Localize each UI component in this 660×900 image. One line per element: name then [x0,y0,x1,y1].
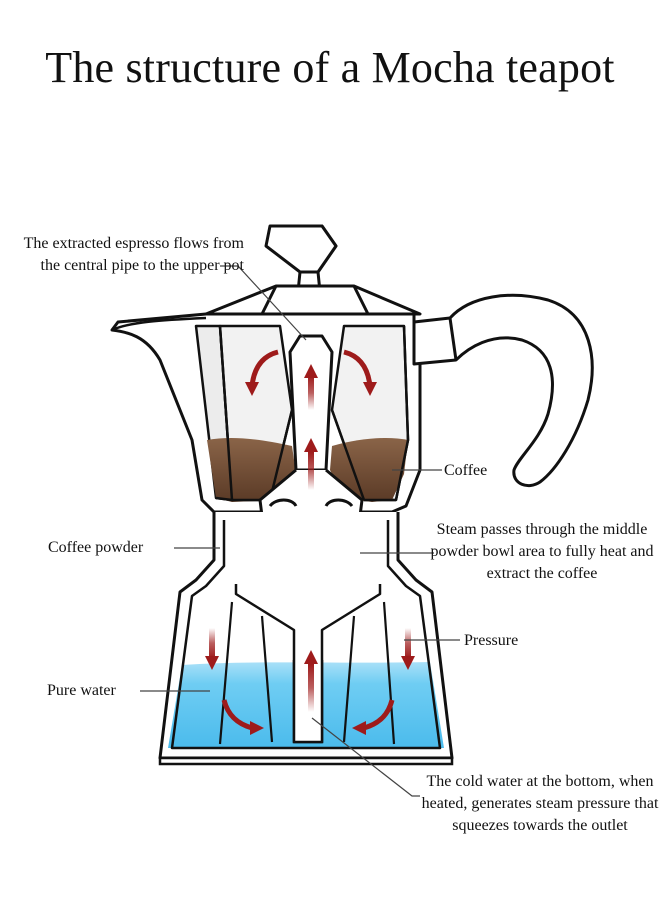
lower-chamber [158,512,454,766]
handle [412,293,594,487]
curved-flow-arrow [352,721,366,735]
downward-pressure-arrow [401,628,415,670]
curved-flow-arrow [249,349,279,387]
diagram-title: The structure of a Mocha teapot [45,43,615,92]
upward-flow-arrow [304,364,318,410]
label-coffee: Coffee [444,462,488,479]
curved-flow-arrow [250,721,264,735]
curved-flow-arrow [343,349,373,387]
flow-arrows [205,349,415,735]
curved-flow-arrow [221,699,395,731]
curved-flow-arrow [245,382,259,396]
downward-pressure-arrow [205,628,219,670]
upper-chamber [110,312,422,514]
leader-lines [140,265,460,797]
label-steam: Steam passes through the middle powder b… [430,521,654,582]
label-pressure: Pressure [464,632,519,649]
label-pure-water: Pure water [47,682,116,699]
label-extracted-espresso: The extracted espresso flows from the ce… [23,235,244,274]
upward-flow-arrow [304,438,318,490]
lid-knob [264,224,338,294]
label-cold-water: The cold water at the bottom, when heate… [421,773,659,834]
upward-flow-arrow [304,650,318,712]
leader-extracted [220,265,307,341]
curved-flow-arrow [363,382,377,396]
lid [204,284,422,316]
leader-cold [311,717,420,797]
label-coffee-powder: Coffee powder [48,539,144,556]
